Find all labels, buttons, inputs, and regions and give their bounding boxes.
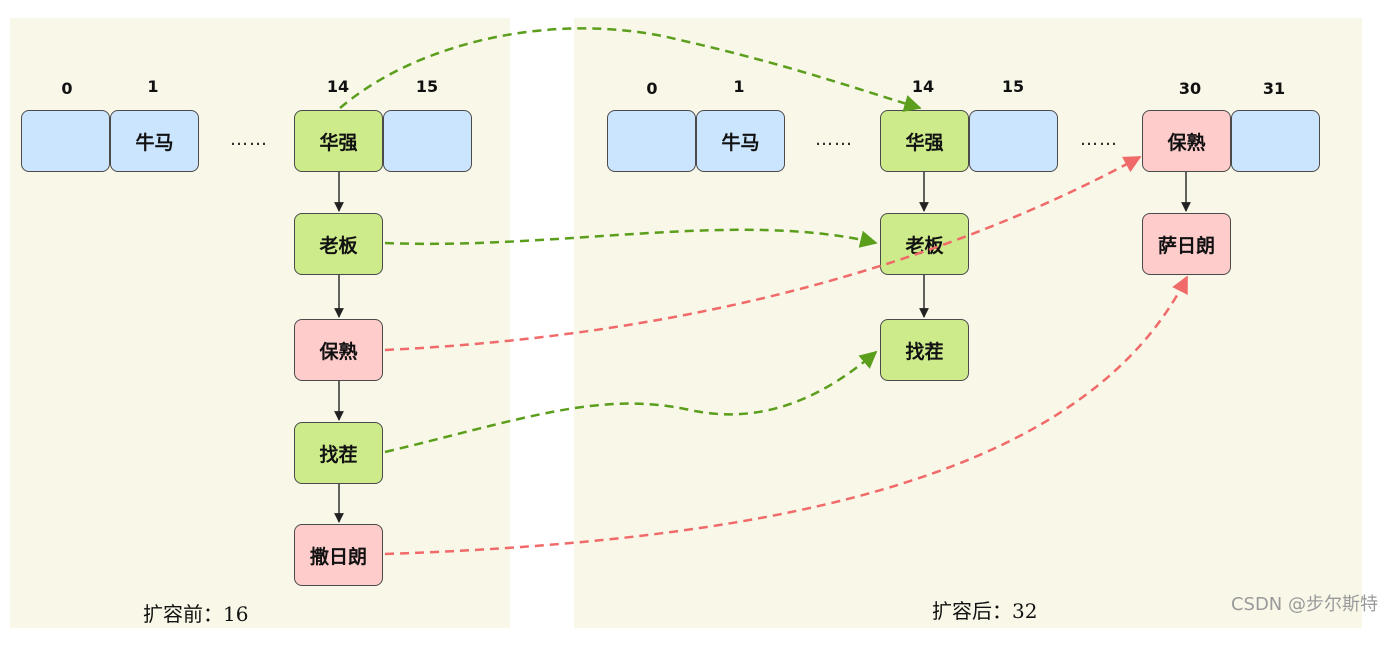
index-label: 15 [415,77,439,96]
bucket-15 [969,110,1058,172]
ellipsis: …… [1080,129,1118,150]
index-label: 15 [1001,77,1025,96]
chain-node: 萨日朗 [1142,213,1231,275]
bucket-0 [607,110,696,172]
index-label: 1 [733,77,745,96]
index-label: 30 [1178,79,1202,98]
watermark: CSDN @步尔斯特 [1230,594,1378,615]
bucket-1: 牛马 [696,110,785,172]
chain-node: 找茬 [294,422,383,484]
ellipsis: …… [230,129,268,150]
bucket-1: 牛马 [110,110,199,172]
index-label: 0 [646,79,658,98]
index-label: 31 [1262,79,1286,98]
bucket-14: 华强 [294,110,383,172]
chain-node: 撒日朗 [294,524,383,586]
index-label: 1 [147,77,159,96]
bucket-15 [383,110,472,172]
index-label: 14 [326,77,350,96]
bucket-30: 保熟 [1142,110,1231,172]
bucket-0 [21,110,110,172]
index-label: 14 [911,77,935,96]
ellipsis: …… [815,129,853,150]
caption-before: 扩容前：16 [143,602,249,626]
bucket-31 [1231,110,1320,172]
chain-node: 老板 [880,213,969,275]
chain-node: 保熟 [294,319,383,381]
chain-node: 老板 [294,213,383,275]
caption-after: 扩容后：32 [932,599,1038,623]
index-label: 0 [61,79,73,98]
bucket-14: 华强 [880,110,969,172]
chain-node: 找茬 [880,319,969,381]
